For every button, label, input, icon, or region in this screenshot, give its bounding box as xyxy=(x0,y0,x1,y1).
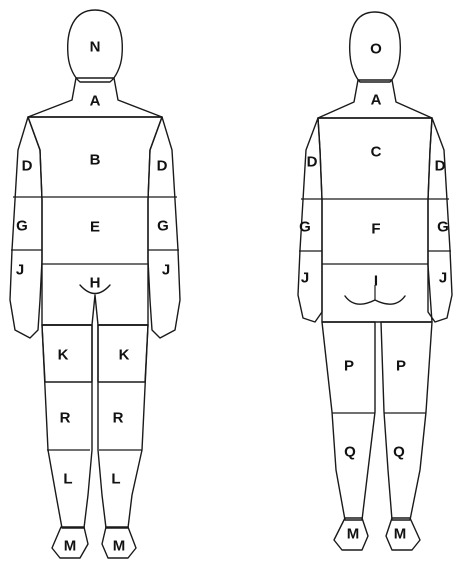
label-front-knee-right: R xyxy=(113,410,124,427)
label-back-calf-right: Q xyxy=(393,444,405,461)
label-front-elbow-left: G xyxy=(16,218,28,235)
label-front-foot-right: M xyxy=(113,538,126,555)
label-front-abdomen: E xyxy=(90,219,100,236)
back-leg-right xyxy=(381,322,432,520)
label-front-shin-left: L xyxy=(63,471,72,488)
label-front-knee-left: R xyxy=(60,410,71,427)
label-back-upper-back: C xyxy=(371,144,382,161)
label-front-thigh-left: K xyxy=(58,347,69,364)
label-front-foot-left: M xyxy=(64,538,77,555)
label-front-elbow-right: G xyxy=(157,218,169,235)
label-front-forearm-right: J xyxy=(162,262,170,279)
label-back-forearm-right: J xyxy=(439,270,447,287)
label-front-upper-arm-right: D xyxy=(157,158,168,175)
label-back-elbow-left: G xyxy=(299,219,311,236)
label-front-head: N xyxy=(90,39,101,56)
label-front-pelvis: H xyxy=(90,275,101,292)
label-front-thigh-right: K xyxy=(119,347,130,364)
label-back-upper-arm-right: D xyxy=(435,158,446,175)
label-front-chest: B xyxy=(90,152,101,169)
label-back-head: O xyxy=(370,41,382,58)
back-figure: O A C D D F G G I J J P P Q Q M M xyxy=(298,12,452,550)
label-front-shin-right: L xyxy=(111,471,120,488)
label-back-forearm-left: J xyxy=(301,270,309,287)
label-back-upper-arm-left: D xyxy=(307,154,318,171)
label-back-thigh-right: P xyxy=(396,358,406,375)
back-leg-left xyxy=(322,322,375,520)
front-figure: N A B D D E G G H J J K K R R L L M M xyxy=(10,10,180,558)
label-back-neck: A xyxy=(371,92,382,109)
label-front-neck: A xyxy=(90,93,101,110)
label-back-lower-back: F xyxy=(371,221,380,238)
label-front-forearm-left: J xyxy=(16,262,24,279)
label-back-foot-left: M xyxy=(347,526,360,543)
label-back-calf-left: Q xyxy=(344,444,356,461)
label-back-buttocks: I xyxy=(374,273,378,290)
label-back-elbow-right: G xyxy=(437,219,449,236)
label-front-upper-arm-left: D xyxy=(22,158,33,175)
label-back-thigh-left: P xyxy=(344,358,354,375)
label-back-foot-right: M xyxy=(394,526,407,543)
